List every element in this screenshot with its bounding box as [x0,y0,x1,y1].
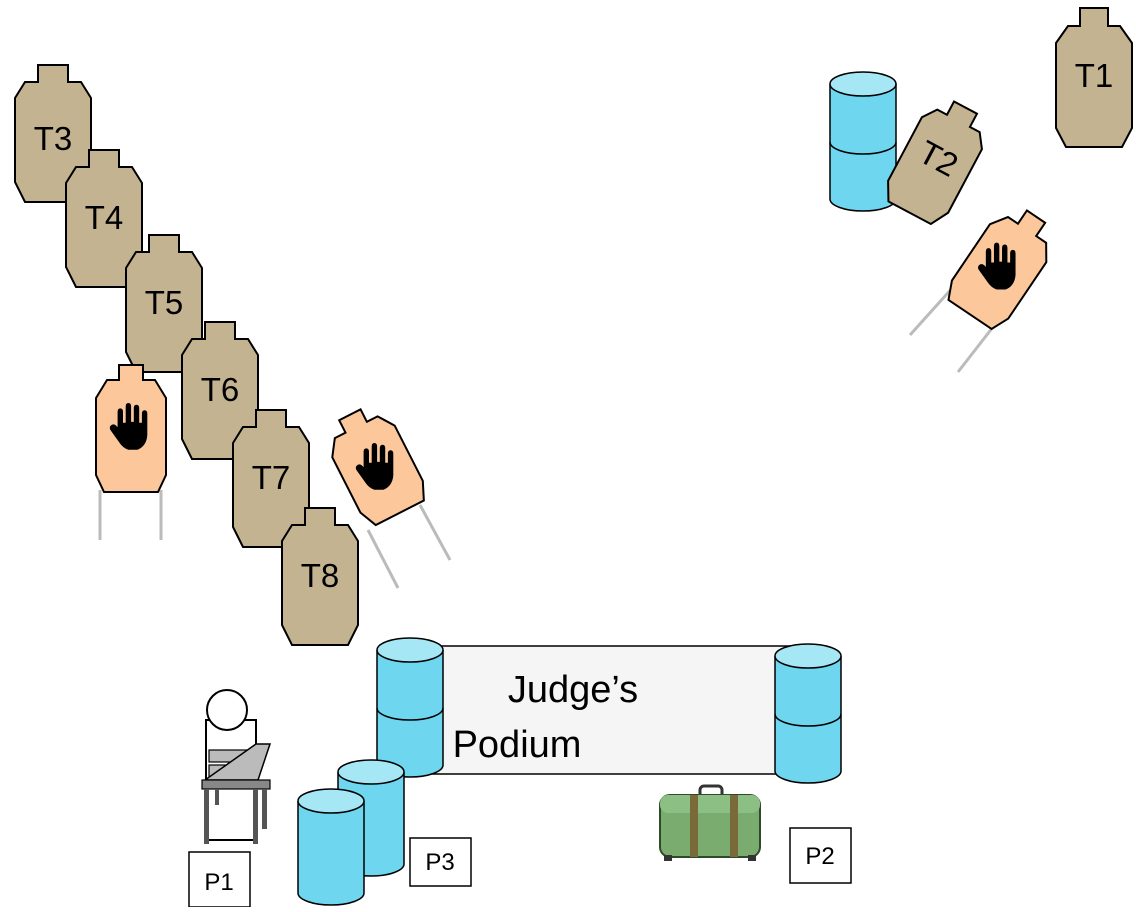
target-t1: T1 [1055,7,1133,148]
no-shoot-middle [331,407,452,589]
podium-label-line1: Judge’s [508,669,638,711]
position-p3-label: P3 [425,849,454,876]
no-shoot-left [95,364,167,540]
barrel-p3-front [297,788,365,906]
no-shoot-right [908,209,1048,373]
target-t7: T7 [232,409,310,548]
podium-label-line2: Podium [453,724,582,766]
target-t1-label: T1 [1075,57,1114,94]
target-t4: T4 [65,149,143,288]
position-p1: P1 [188,851,251,908]
position-p3: P3 [409,837,472,887]
barrel-stack-right [829,71,897,212]
target-t8-label: T8 [301,557,340,594]
target-t6: T6 [181,321,259,460]
person-head-icon [206,689,248,731]
suitcase-icon [659,784,761,861]
target-t5: T5 [125,234,203,373]
target-t8: T8 [281,507,359,646]
target-t6-label: T6 [201,371,240,408]
position-p2-label: P2 [805,843,834,870]
position-p1-label: P1 [204,869,233,896]
target-t3-label: T3 [34,120,73,157]
barrel-stack-podium-right [774,643,842,784]
chair-icon [201,689,272,844]
barrel-stack-podium-left [376,637,444,778]
target-t3: T3 [14,64,92,203]
position-p2: P2 [789,827,852,884]
target-t4-label: T4 [85,199,124,236]
target-t7-label: T7 [252,459,291,496]
target-t2: T2 [887,100,983,226]
target-t5-label: T5 [145,284,184,321]
